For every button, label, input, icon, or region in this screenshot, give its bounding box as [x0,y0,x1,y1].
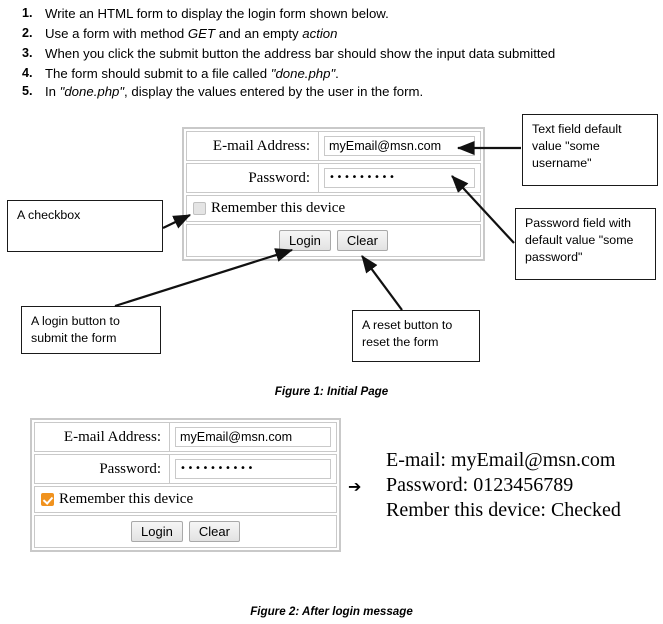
email-label: E-mail Address: [35,423,170,451]
instruction-item: 3. When you click the submit button the … [0,44,650,63]
remember-checkbox-label: Remember this device [211,200,346,216]
form-row-buttons: Login Clear [34,515,337,548]
email-input[interactable]: myEmail@msn.com [324,136,475,156]
email-input[interactable]: myEmail@msn.com [175,427,331,447]
login-form-initial: E-mail Address: myEmail@msn.com Password… [182,127,485,261]
password-input[interactable]: ••••••••• [324,168,475,188]
email-label: E-mail Address: [187,132,319,160]
password-input-cell: •••••••••• [170,455,336,483]
instruction-text: Use a form with method GET and an empty … [45,26,338,41]
login-form-submitted: E-mail Address: myEmail@msn.com Password… [30,418,341,552]
instruction-number: 4. [22,66,33,80]
login-button[interactable]: Login [279,230,331,251]
instruction-item: 2. Use a form with method GET and an emp… [0,24,650,43]
email-input-cell: myEmail@msn.com [319,132,480,160]
callout-text-field: Text field default value "some username" [522,114,658,186]
password-input-cell: ••••••••• [319,164,480,192]
arrow-to-clear-button [361,255,403,311]
password-label: Password: [35,455,170,483]
callout-password-field: Password field with default value "some … [515,208,656,280]
form-row-remember: Remember this device [34,486,337,513]
email-input-cell: myEmail@msn.com [170,423,336,451]
callout-login-button: A login button to submit the form [21,306,161,354]
form-row-email: E-mail Address: myEmail@msn.com [34,422,337,452]
result-remember: Rember this device: Checked [386,499,621,521]
instruction-text: When you click the submit button the add… [45,46,556,61]
form-row-remember: Remember this device [186,195,481,222]
form-row-password: Password: •••••••••• [34,454,337,484]
remember-checkbox[interactable] [41,493,54,506]
submitted-values: E-mail: myEmail@msn.com Password: 012345… [386,448,621,523]
form-row-password: Password: ••••••••• [186,163,481,193]
password-label: Password: [187,164,319,192]
instruction-number: 1. [22,6,33,20]
callout-reset-button: A reset button to reset the form [352,310,480,362]
clear-button[interactable]: Clear [336,230,388,251]
instruction-number: 3. [22,46,33,60]
instruction-item: 5. In "done.php", display the values ent… [0,82,650,101]
remember-checkbox[interactable] [193,202,206,215]
callout-checkbox: A checkbox [7,200,163,252]
figure1-caption: Figure 1: Initial Page [274,385,389,398]
instruction-number: 5. [22,84,33,98]
instruction-item: 4. The form should submit to a file call… [0,64,650,83]
form-row-buttons: Login Clear [186,224,481,257]
instruction-text: The form should submit to a file called … [45,66,339,81]
figure2-caption: Figure 2: After login message [250,605,413,618]
login-button[interactable]: Login [131,521,183,542]
instruction-item: 1. Write an HTML form to display the log… [0,4,650,23]
instruction-text: Write an HTML form to display the login … [45,6,389,21]
result-password: Password: 0123456789 [386,474,574,496]
instruction-number: 2. [22,26,33,40]
right-arrow-icon: ➔ [348,477,362,496]
form-row-email: E-mail Address: myEmail@msn.com [186,131,481,161]
remember-checkbox-label: Remember this device [59,491,194,507]
clear-button[interactable]: Clear [188,521,240,542]
password-input[interactable]: •••••••••• [175,459,331,479]
instruction-text: In "done.php", display the values entere… [45,84,424,99]
result-email: E-mail: myEmail@msn.com [386,449,616,471]
